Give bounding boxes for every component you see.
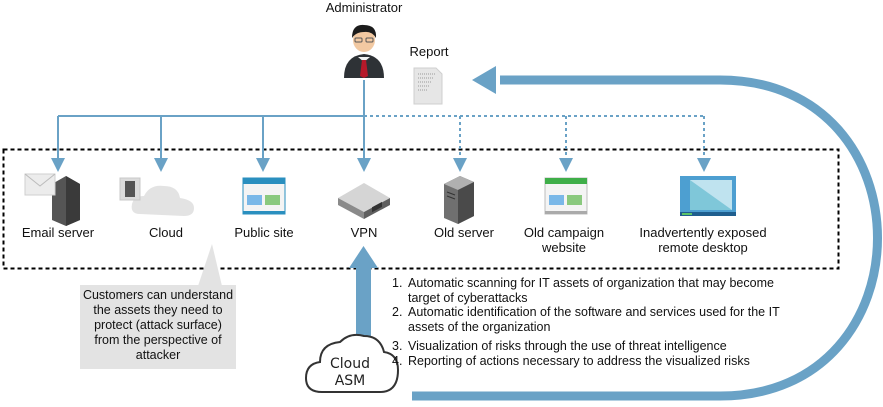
feature-text: Reporting of actions necessary to addres… bbox=[408, 353, 750, 368]
network-appliance-icon bbox=[338, 183, 390, 219]
attack-surface-callout: Customers can understand the assets they… bbox=[80, 285, 236, 369]
asset-label-vpn: VPN bbox=[350, 225, 378, 240]
callout-pointer bbox=[198, 244, 222, 286]
callout-line: attacker bbox=[135, 348, 181, 362]
asset-label-line: Old campaign bbox=[523, 225, 605, 240]
asm-to-vpn-shaft bbox=[356, 268, 371, 336]
callout-line: Customers can understand bbox=[82, 288, 234, 302]
arrowhead-old-server bbox=[453, 158, 467, 172]
administrator-label: Administrator bbox=[325, 0, 403, 15]
arrowhead-vpn bbox=[357, 158, 371, 172]
server-tower-icon bbox=[444, 176, 474, 224]
report-arrowhead bbox=[472, 66, 496, 94]
feature-list: 1. Automatic scanning for IT assets of o… bbox=[392, 276, 780, 368]
cloud-asm-line: Cloud bbox=[330, 356, 370, 372]
asset-label-old-campaign-website: Old campaign website bbox=[504, 225, 624, 255]
asset-label-cloud: Cloud bbox=[149, 225, 183, 240]
feature-number: 1. bbox=[392, 276, 403, 290]
callout-line: protect (attack surface) bbox=[94, 318, 222, 332]
website-green-icon bbox=[544, 177, 588, 215]
asset-label-line: remote desktop bbox=[658, 240, 748, 255]
feature-item: 1. Automatic scanning for IT assets of o… bbox=[392, 276, 780, 305]
document-icon bbox=[413, 67, 443, 105]
report-label: Report bbox=[409, 44, 449, 59]
asset-label-line: website bbox=[541, 240, 587, 255]
feature-number: 4. bbox=[392, 353, 403, 368]
asset-label-public-site: Public site bbox=[234, 225, 294, 240]
arrowhead-old-campaign bbox=[559, 158, 573, 172]
feature-item: 2. Automatic identification of the softw… bbox=[392, 305, 780, 334]
attack-surface-boundary bbox=[2, 148, 840, 270]
cloud-server-icon bbox=[119, 177, 194, 216]
feature-item: 3. Visualization of risks through the us… bbox=[392, 339, 780, 354]
arrowhead-remote-desktop bbox=[697, 158, 711, 172]
feature-text: Automatic identification of the software… bbox=[408, 305, 780, 319]
arrowhead-cloud bbox=[154, 158, 168, 172]
asset-label-old-server: Old server bbox=[434, 225, 494, 240]
feature-item: 4. Reporting of actions necessary to add… bbox=[392, 354, 780, 369]
asset-label-remote-desktop: Inadvertently exposed remote desktop bbox=[628, 225, 778, 255]
website-icon bbox=[242, 177, 286, 215]
feature-text: Automatic scanning for IT assets of orga… bbox=[408, 276, 774, 290]
report-loop-arrow bbox=[412, 75, 882, 401]
feature-number: 2. bbox=[392, 305, 403, 319]
asset-label-email-server: Email server bbox=[21, 225, 95, 240]
feature-text: Visualization of risks through the use o… bbox=[408, 339, 727, 353]
feature-number: 3. bbox=[392, 339, 403, 353]
callout-line: from the perspective of bbox=[94, 333, 222, 347]
callout-line: the assets they need to bbox=[93, 303, 223, 317]
feature-text: assets of the organization bbox=[408, 319, 551, 334]
email-server-icon bbox=[24, 173, 80, 226]
asset-label-line: Inadvertently exposed bbox=[639, 225, 767, 240]
asm-to-vpn-arrowhead bbox=[349, 246, 378, 268]
remote-desktop-icon bbox=[680, 176, 736, 216]
arrowhead-public-site bbox=[256, 158, 270, 172]
cloud-asm-line: ASM bbox=[334, 373, 366, 389]
arrowhead-email-server bbox=[51, 158, 65, 172]
businessman-icon bbox=[344, 24, 384, 78]
cloud-asm-label: Cloud ASM bbox=[318, 356, 382, 390]
feature-text: target of cyberattacks bbox=[408, 290, 528, 305]
cloud-outline-icon bbox=[304, 333, 400, 393]
